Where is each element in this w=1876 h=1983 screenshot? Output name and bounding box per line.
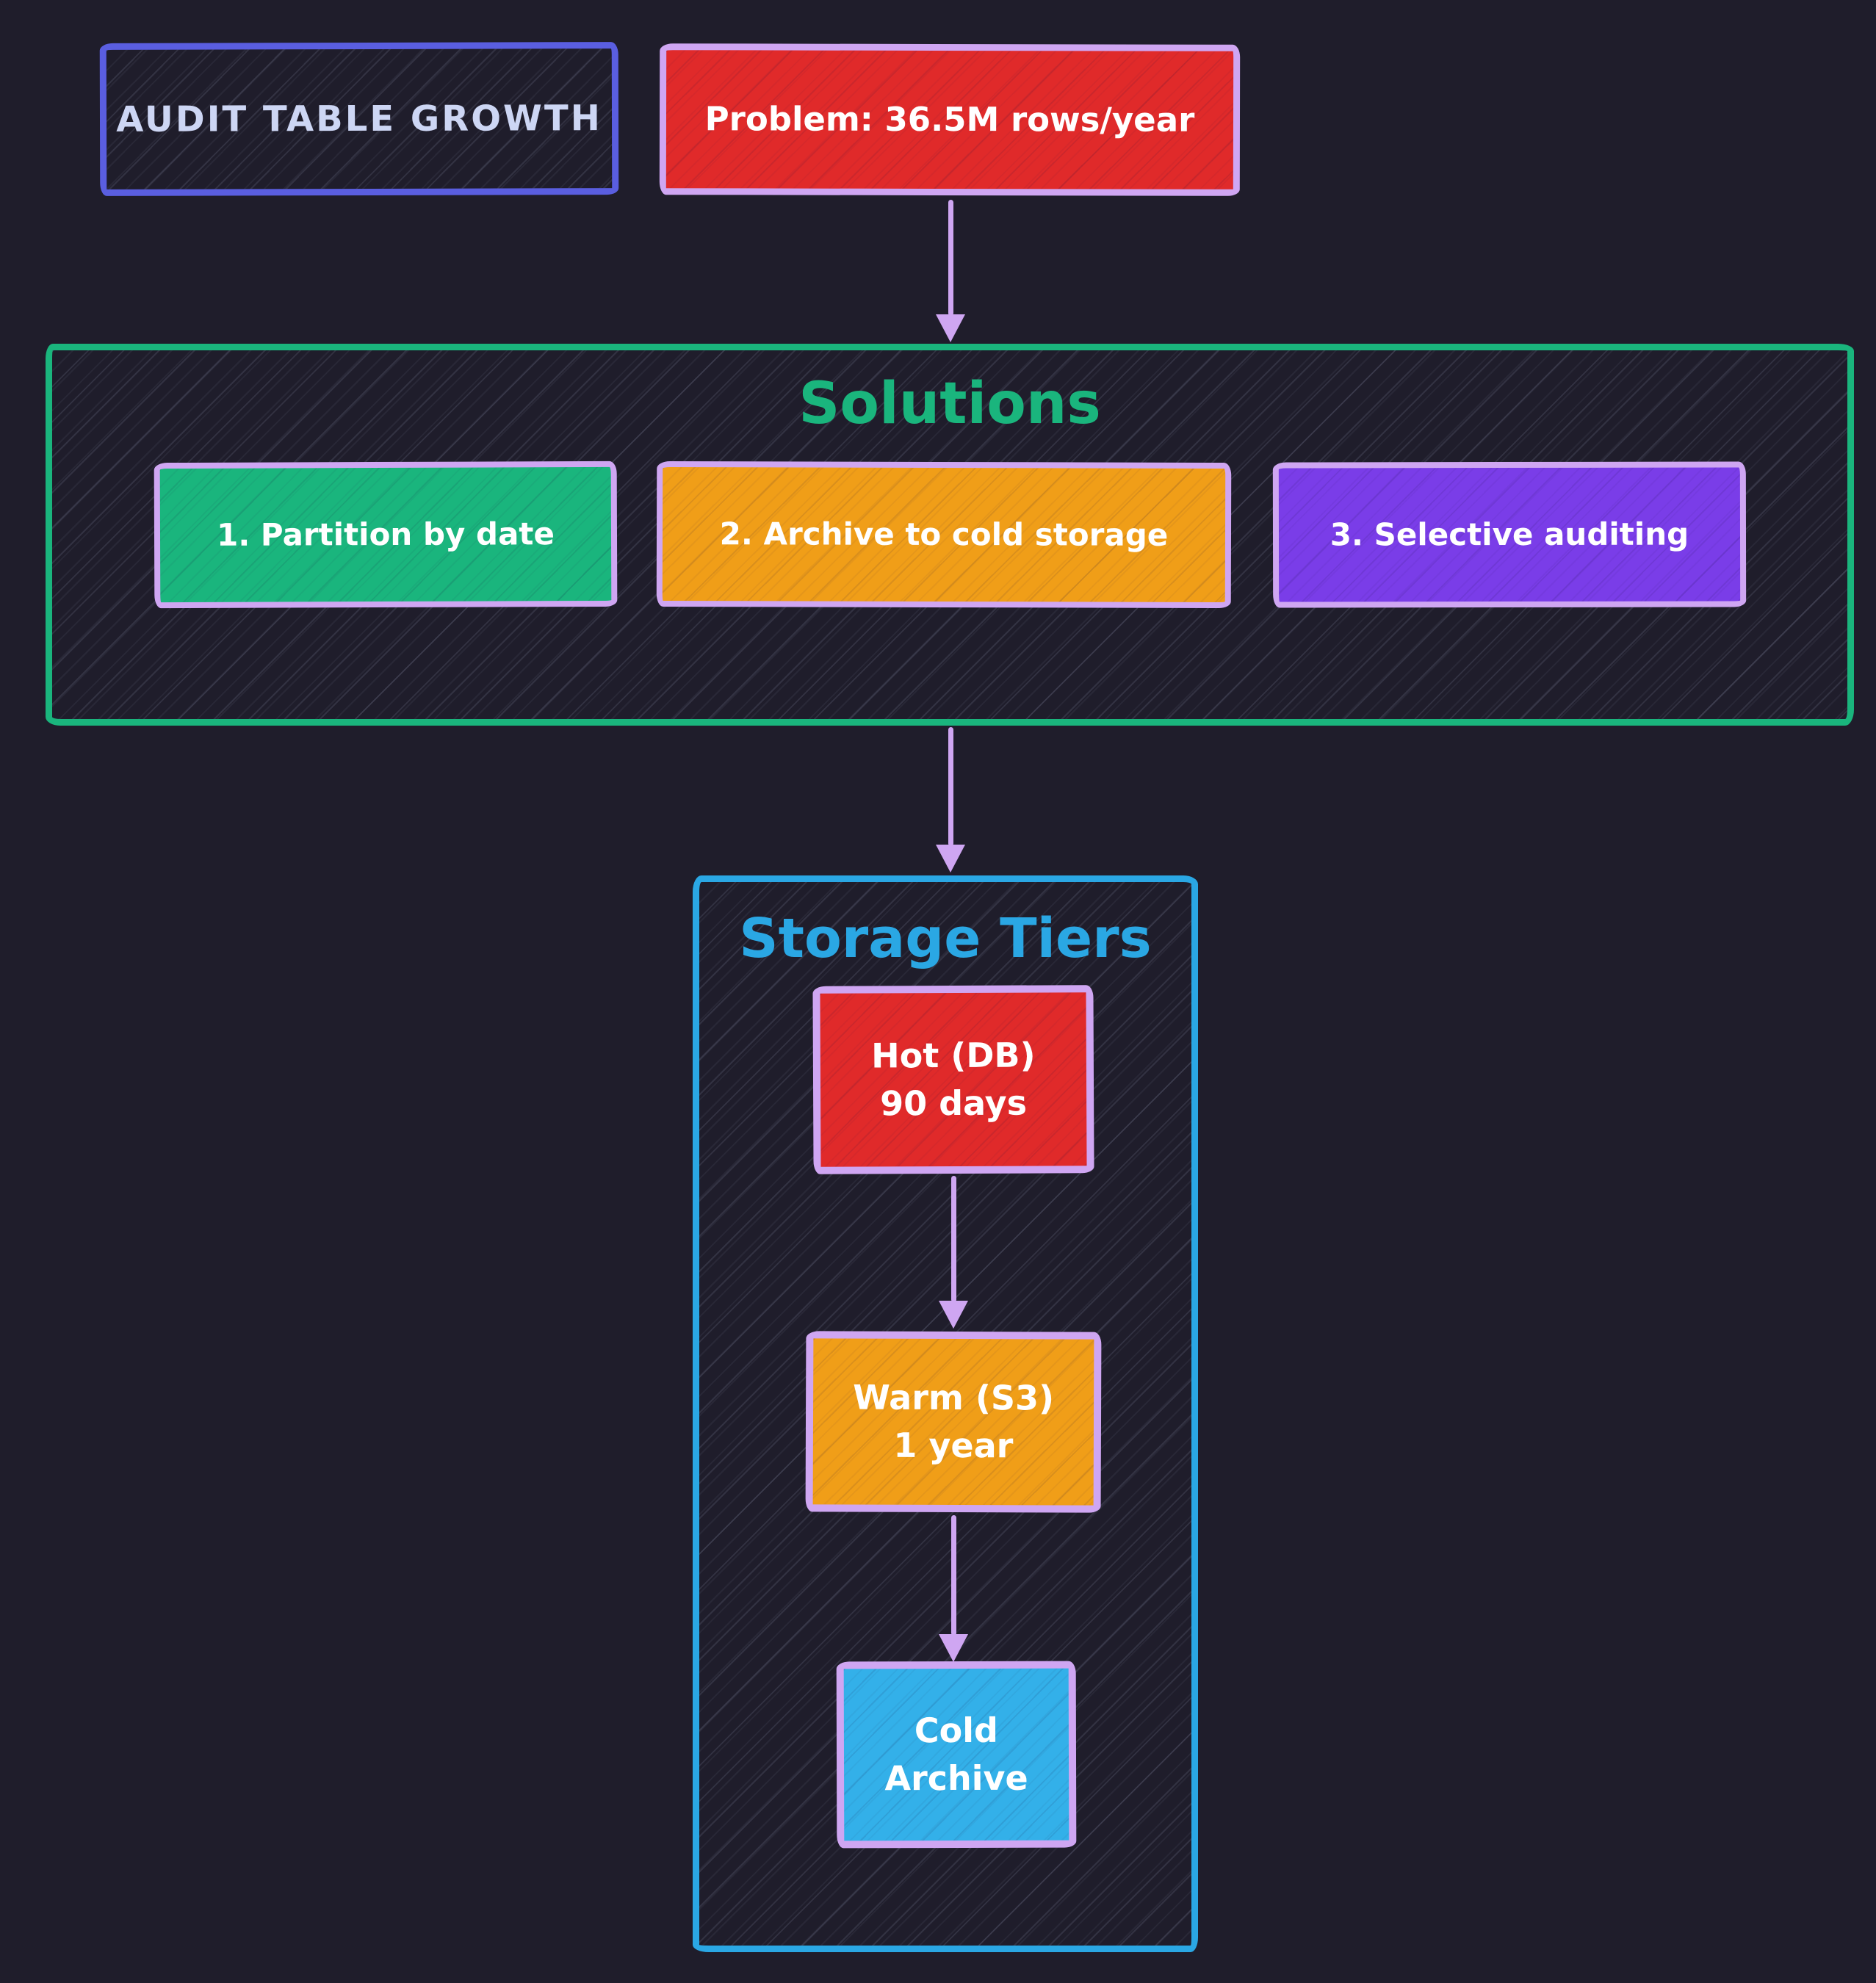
solution-node-label: 1. Partition by date <box>216 516 555 553</box>
tier-node-sublabel: Archive <box>884 1758 1028 1799</box>
flow-arrow-hot-to-warm <box>939 1176 968 1329</box>
solutions-group-title: Solutions <box>798 371 1101 437</box>
arrow-head <box>936 845 965 873</box>
solution-node-label: 2. Archive to cold storage <box>719 516 1169 553</box>
tier-node-label: Cold <box>914 1710 999 1750</box>
flow-arrow-warm-to-cold <box>939 1515 968 1662</box>
tier-node-cold: Cold Archive <box>836 1661 1077 1849</box>
tier-node-hot: Hot (DB) 90 days <box>812 985 1094 1174</box>
solution-node-partition: 1. Partition by date <box>154 460 618 609</box>
solution-node-label: 3. Selective auditing <box>1330 516 1689 553</box>
arrow-head <box>939 1301 968 1329</box>
arrow-head <box>936 314 965 342</box>
arrow-shaft <box>951 1176 956 1302</box>
solution-node-archive: 2. Archive to cold storage <box>656 460 1232 609</box>
arrow-shaft <box>951 1515 956 1636</box>
arrow-shaft <box>948 727 953 846</box>
storage-tiers-group-title: Storage Tiers <box>739 907 1152 970</box>
solutions-group: Solutions 1. Partition by date 2. Archiv… <box>46 344 1854 726</box>
title-node-label: AUDIT TABLE GROWTH <box>116 98 602 140</box>
arrow-head <box>939 1634 968 1662</box>
tier-node-warm: Warm (S3) 1 year <box>805 1331 1102 1513</box>
tier-node-label: Hot (DB) <box>871 1035 1036 1076</box>
arrow-shaft <box>948 200 953 316</box>
flow-arrow-solutions-to-storage <box>936 727 965 873</box>
tier-node-sublabel: 90 days <box>880 1083 1028 1124</box>
tier-node-sublabel: 1 year <box>893 1425 1014 1466</box>
flow-arrow-problem-to-solutions <box>936 200 965 342</box>
problem-node: Problem: 36.5M rows/year <box>659 43 1241 196</box>
solution-node-selective: 3. Selective auditing <box>1272 461 1747 608</box>
tier-node-label: Warm (S3) <box>853 1377 1055 1418</box>
storage-tiers-group: Storage Tiers Hot (DB) 90 days Warm (S3)… <box>693 875 1198 1952</box>
title-node: AUDIT TABLE GROWTH <box>99 42 619 196</box>
problem-node-label: Problem: 36.5M rows/year <box>704 99 1195 140</box>
